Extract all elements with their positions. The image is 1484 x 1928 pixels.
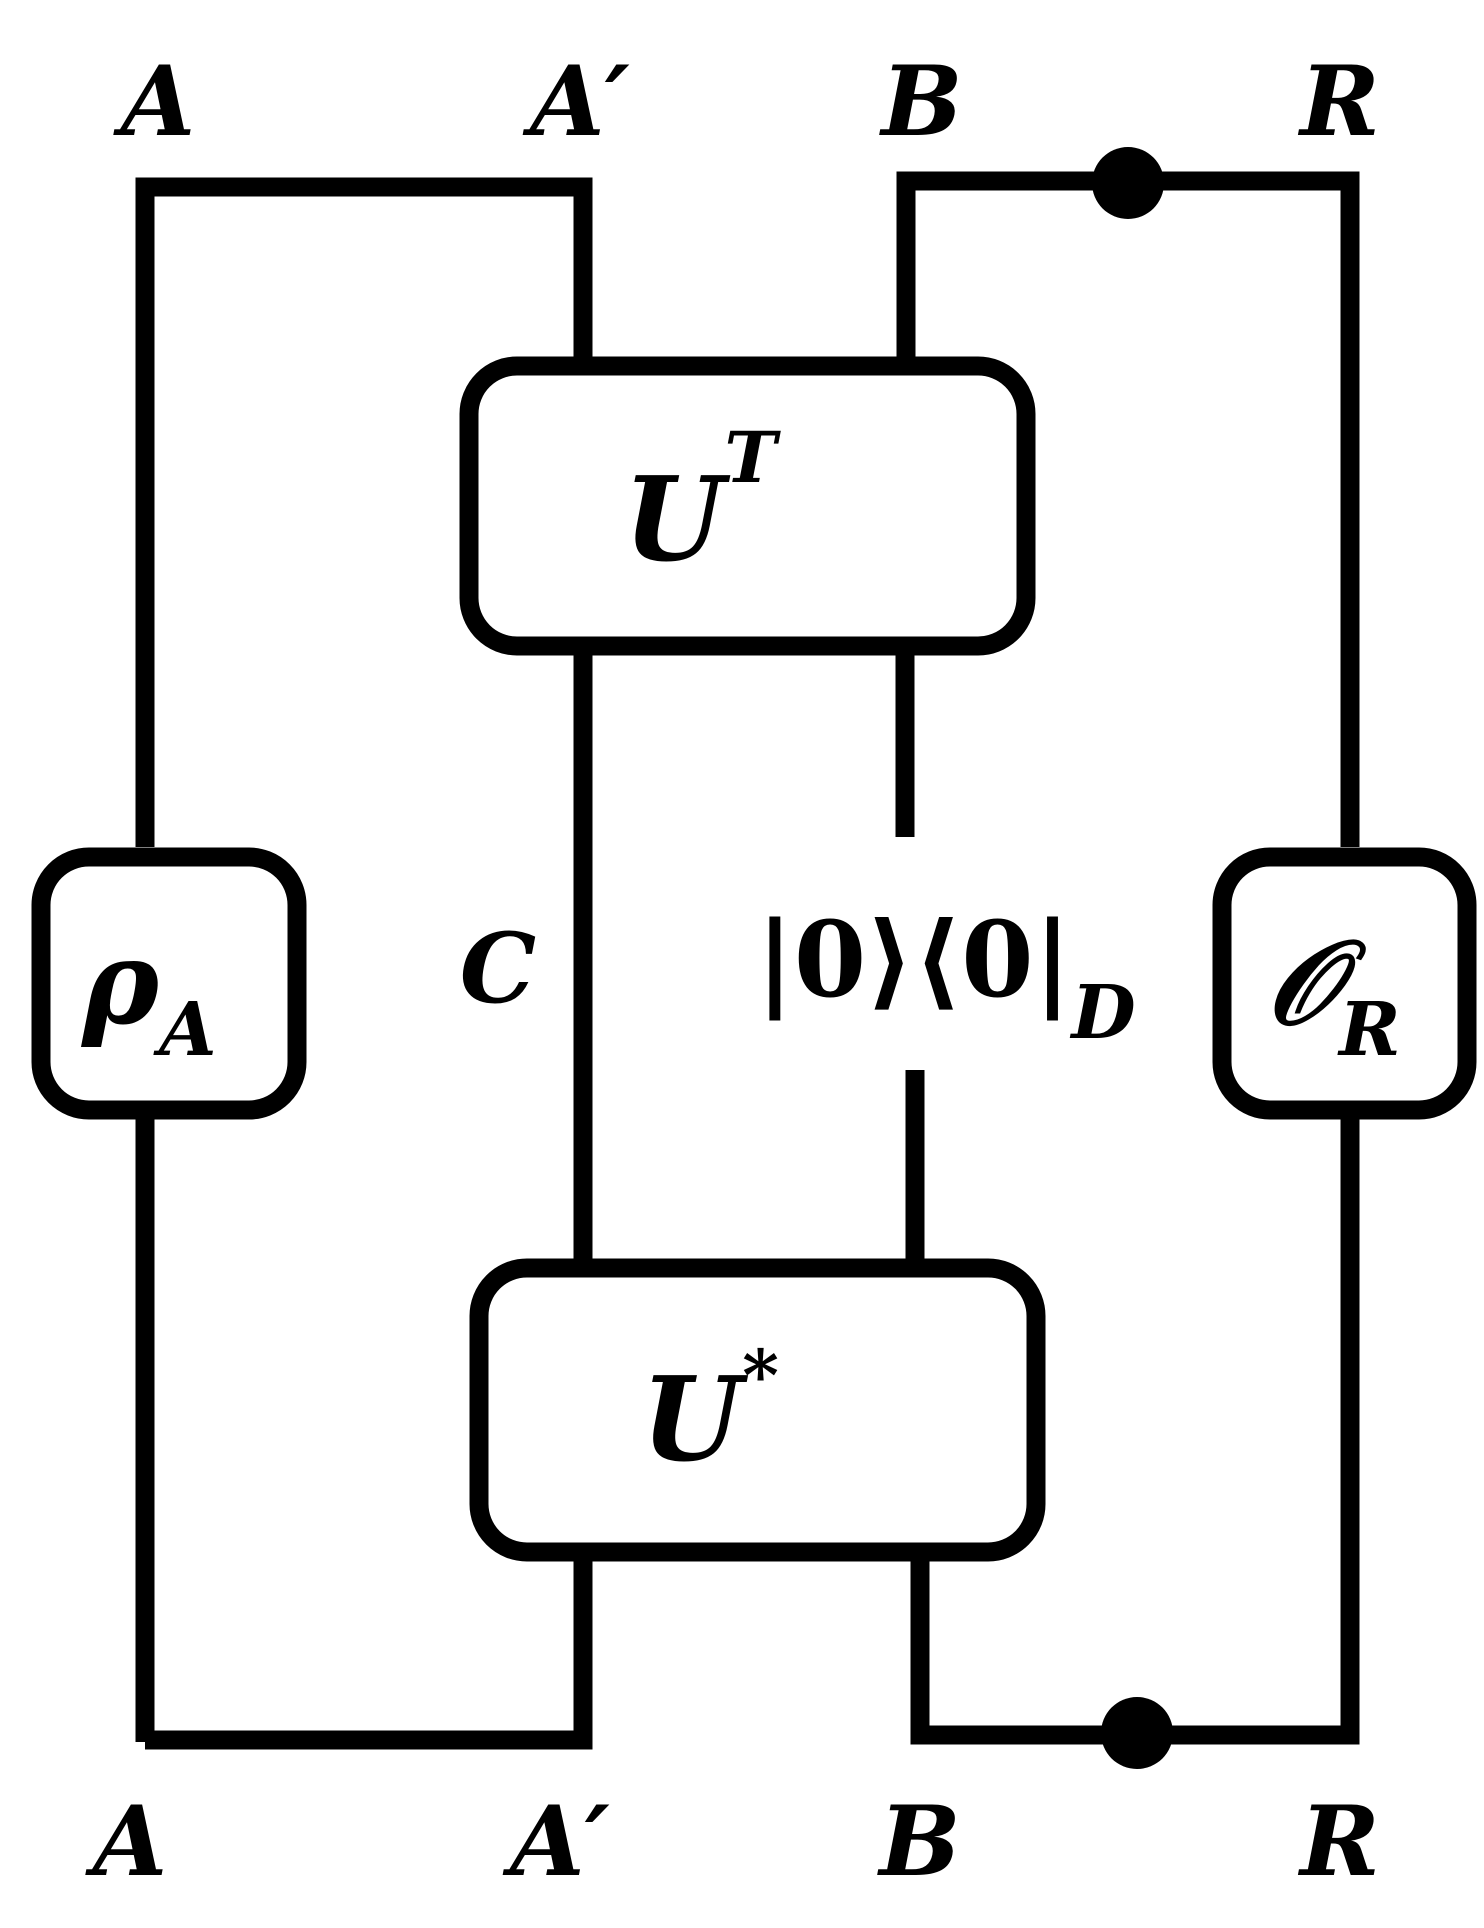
label-top-a-prime: A′ <box>522 45 630 158</box>
label-c: C <box>460 912 536 1025</box>
top-contraction-dot <box>1092 147 1164 219</box>
ustar-gate-label: U* <box>641 1334 779 1488</box>
wire-bottom-a-aprime <box>145 1552 593 1750</box>
label-bottom-a: A <box>85 1785 167 1898</box>
label-top-a: A <box>113 45 195 158</box>
ut-gate-box <box>459 356 1036 656</box>
label-bottom-a-prime: A′ <box>502 1785 610 1898</box>
ustar-gate-box <box>469 1258 1046 1562</box>
label-bottom-r: R <box>1297 1785 1380 1898</box>
label-top-b: B <box>878 45 962 158</box>
bottom-labels: A A′ B R <box>85 1785 1380 1898</box>
observable-box <box>1212 847 1477 1120</box>
projector-label: |0⟩⟨0|D <box>756 898 1136 1056</box>
rho-box <box>31 847 307 1120</box>
wire-top-a-aprime <box>135 177 593 847</box>
top-labels: A A′ B R <box>113 45 1380 158</box>
bottom-contraction-dot <box>1101 1697 1173 1769</box>
ut-gate-label: UT <box>623 416 781 588</box>
label-top-r: R <box>1297 45 1380 158</box>
label-bottom-b: B <box>876 1785 960 1898</box>
rho-label: ρA <box>80 915 217 1073</box>
